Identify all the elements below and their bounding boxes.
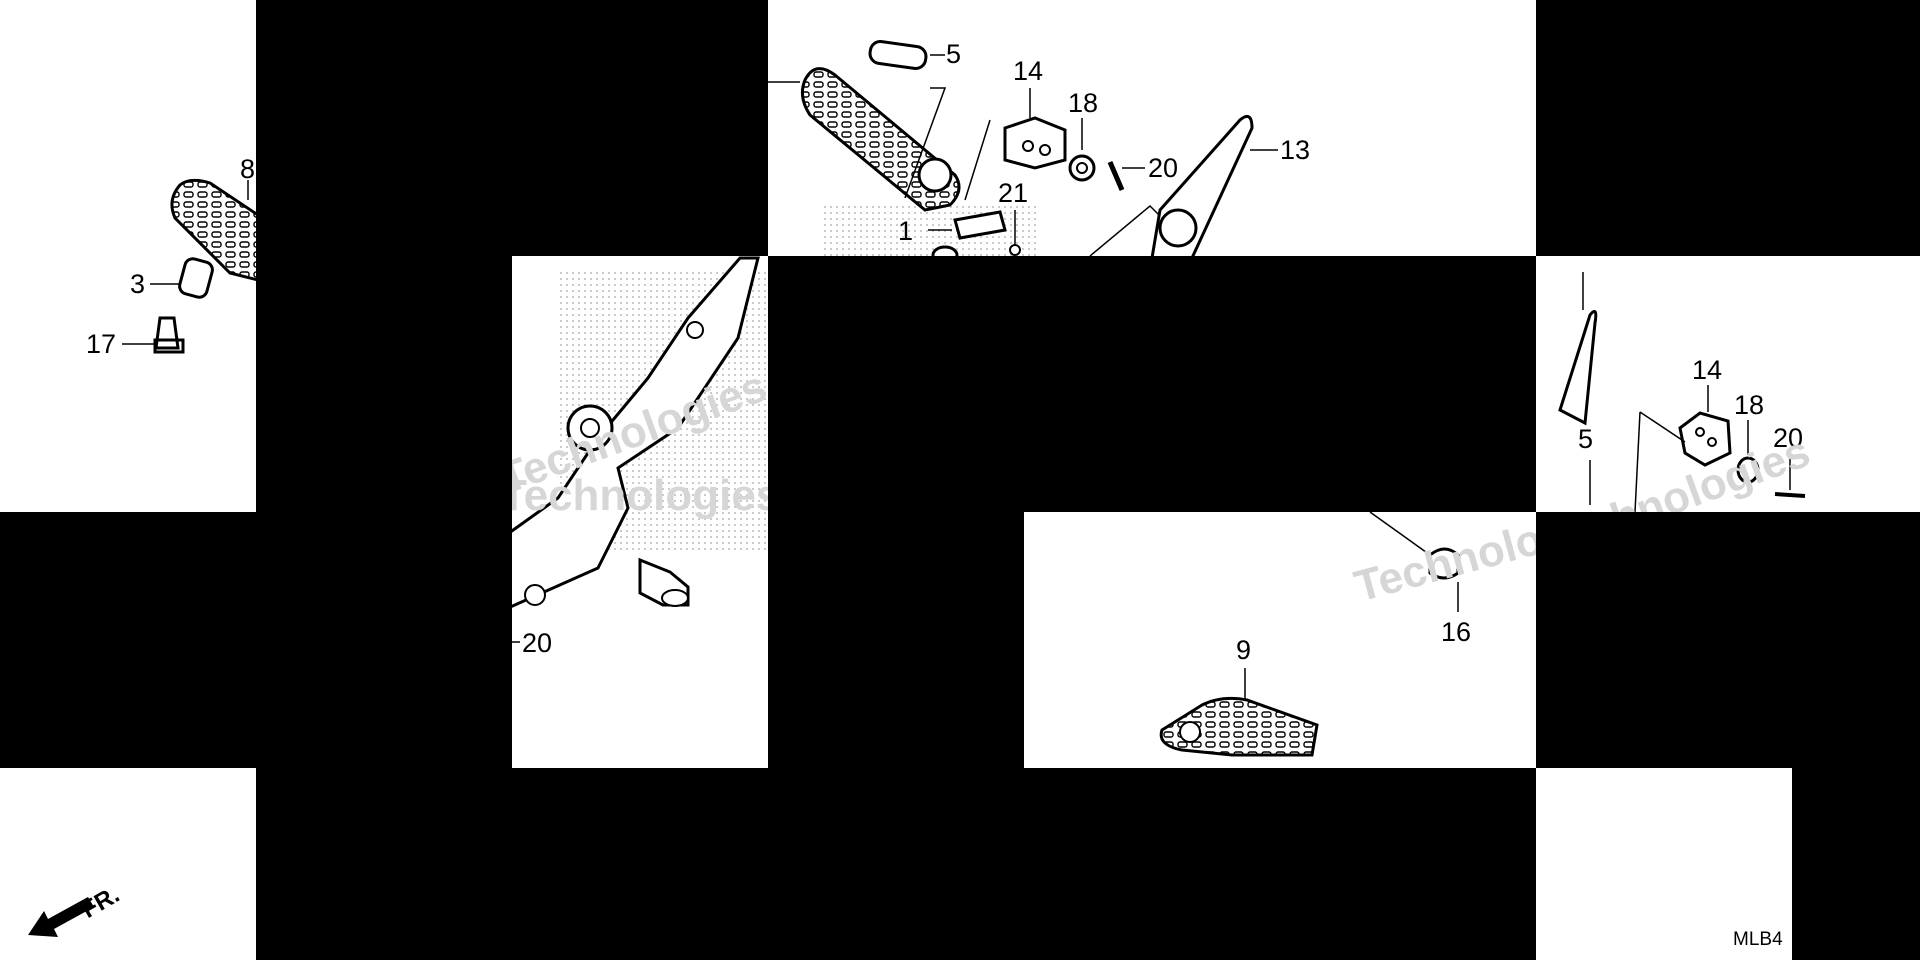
- tile-mid-left: [512, 256, 768, 768]
- tile-top-center: [768, 0, 1536, 256]
- tile-bottom-left: [0, 768, 256, 960]
- tile-top-left: [0, 0, 256, 512]
- tile-center-bottom: [1024, 512, 1536, 768]
- tile-bottom-right: [1536, 768, 1792, 960]
- tile-mid-right: [1536, 256, 1920, 512]
